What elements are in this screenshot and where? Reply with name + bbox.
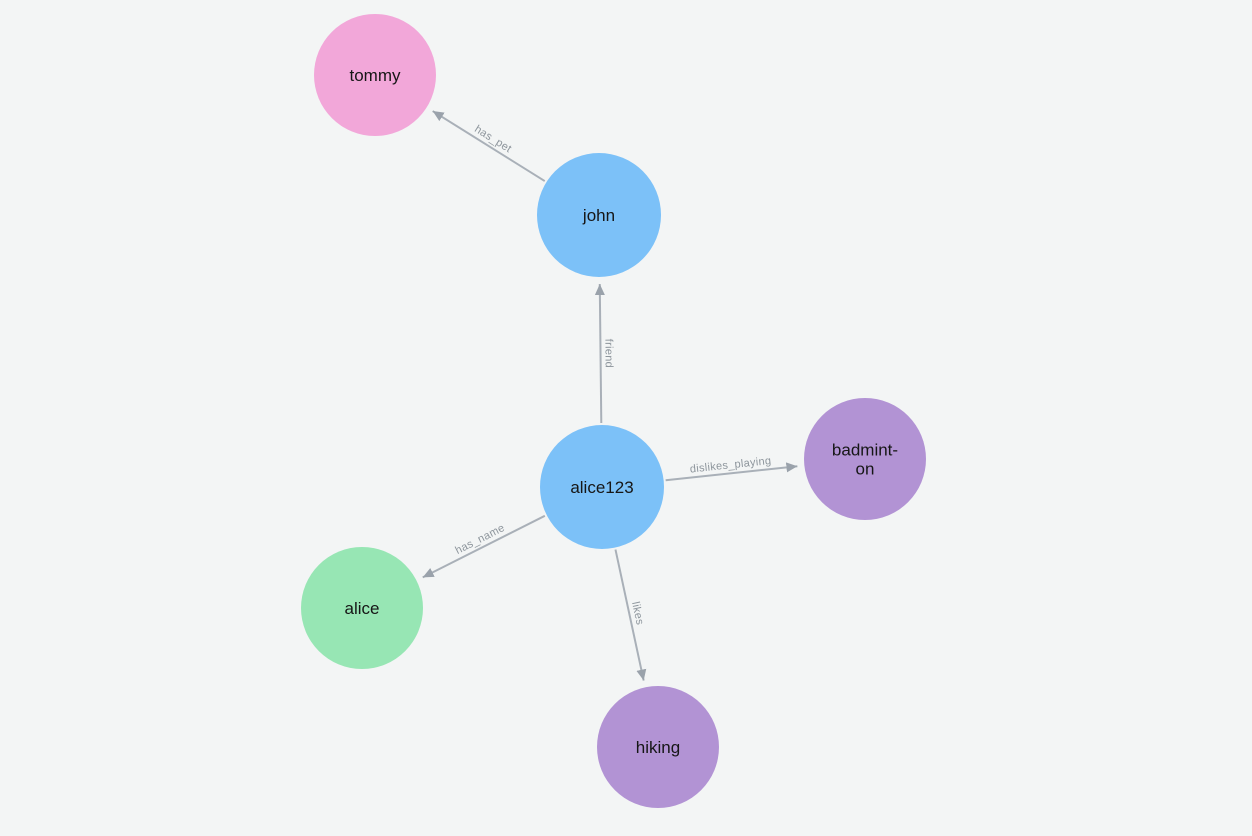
node-tommy[interactable]: tommy: [314, 14, 436, 136]
edge-friend[interactable]: friend: [594, 283, 615, 424]
edge-line[interactable]: [614, 549, 647, 681]
node-circle[interactable]: [804, 398, 926, 520]
node-label: alice123: [570, 478, 633, 497]
node-label: hiking: [636, 738, 680, 757]
node-label: tommy: [350, 66, 402, 85]
node-alice[interactable]: alice: [301, 547, 423, 669]
node-john[interactable]: john: [537, 153, 661, 277]
node-circle[interactable]: [314, 14, 436, 136]
node-label: john: [582, 206, 615, 225]
node-badminton[interactable]: badmint-on: [804, 398, 926, 520]
edge-has_pet[interactable]: has_pet: [432, 110, 546, 182]
edge-line[interactable]: [594, 283, 605, 424]
edge-dislikes_playing[interactable]: dislikes_playing: [665, 455, 798, 482]
edge-likes[interactable]: likes: [614, 549, 647, 681]
node-hiking[interactable]: hiking: [597, 686, 719, 808]
edge-line[interactable]: [422, 514, 546, 579]
edge-line[interactable]: [665, 462, 798, 482]
edge-line[interactable]: [432, 110, 546, 182]
node-circle[interactable]: [537, 153, 661, 277]
node-layer: tommy john alice123 badmint-on alice hiking: [301, 14, 926, 808]
edge-has_name[interactable]: has_name: [422, 514, 546, 579]
node-circle[interactable]: [301, 547, 423, 669]
node-label: badmint-on: [832, 441, 898, 479]
edge-label: likes: [629, 601, 646, 627]
node-alice123[interactable]: alice123: [540, 425, 664, 549]
node-circle[interactable]: [540, 425, 664, 549]
node-circle[interactable]: [597, 686, 719, 808]
node-label: alice: [345, 599, 380, 618]
edge-label: friend: [602, 339, 614, 368]
